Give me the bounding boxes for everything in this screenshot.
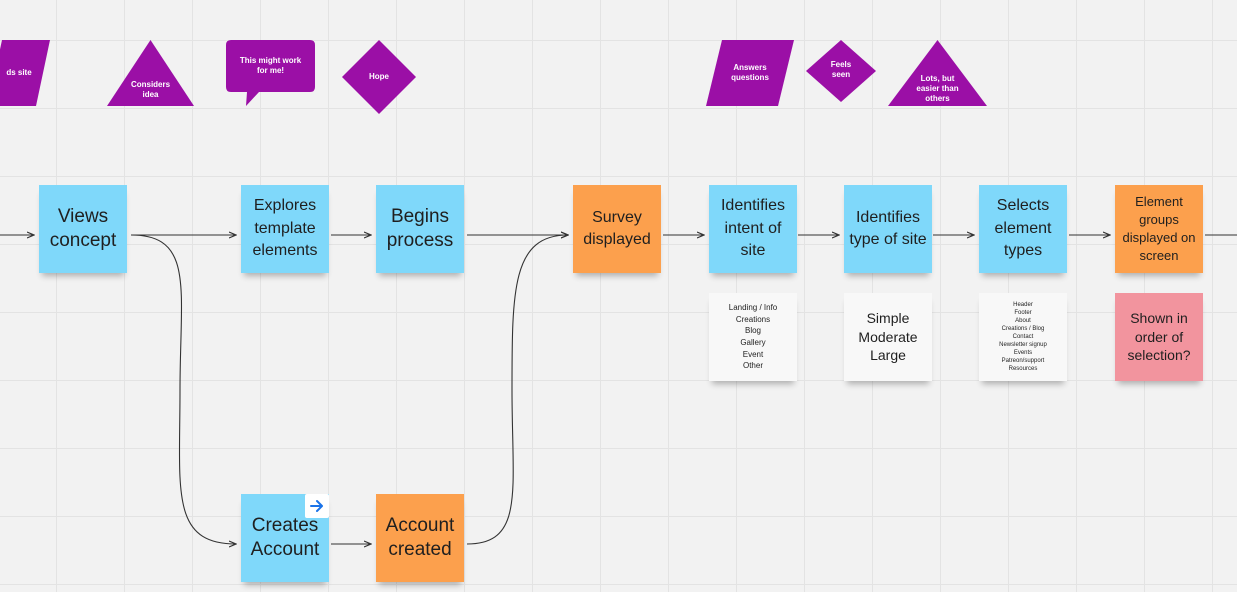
- emotion-triangle-considers-idea[interactable]: Considers idea: [107, 40, 194, 106]
- emotion-label: Answers questions: [731, 63, 769, 82]
- emotion-label: Feels seen: [830, 60, 852, 79]
- emotion-triangle-lots-but-easier[interactable]: Lots, but easier than others: [888, 40, 987, 106]
- sticky-text: Selects element types: [994, 197, 1052, 260]
- sticky-views-concept[interactable]: Views concept: [39, 185, 127, 273]
- sticky-text: Identifies intent of site: [720, 197, 786, 260]
- emotion-parallelogram-answers-questions[interactable]: Answers questions: [706, 40, 794, 106]
- sticky-text: Begins process: [386, 206, 454, 251]
- connector-account-survey: [466, 235, 568, 545]
- sticky-text: Views concept: [49, 206, 117, 251]
- sticky-text: Account created: [385, 515, 455, 560]
- sticky-identifies-type[interactable]: Identifies type of site: [844, 185, 932, 273]
- emotion-label: Lots, but easier than others: [916, 74, 959, 103]
- emotion-diamond-hope[interactable]: Hope: [342, 40, 416, 114]
- sticky-text: Shown in order of selection?: [1127, 309, 1191, 364]
- sticky-text: Element groups displayed on screen: [1122, 193, 1196, 264]
- sticky-explores-template-elements[interactable]: Explores template elements: [241, 185, 329, 273]
- sticky-account-created[interactable]: Account created: [376, 494, 464, 582]
- emotion-label: ds site: [6, 68, 32, 77]
- sticky-element-list[interactable]: Header Footer About Creations / Blog Con…: [979, 293, 1067, 381]
- sticky-text: Survey displayed: [583, 208, 651, 248]
- emotion-diamond-feels-seen[interactable]: Feels seen: [806, 40, 876, 102]
- emotion-parallelogram-finds-site[interactable]: ds site: [0, 40, 50, 106]
- sticky-size-options[interactable]: Simple Moderate Large: [844, 293, 932, 381]
- emotion-speech-bubble-might-work[interactable]: This might work for me!: [226, 40, 315, 106]
- sticky-begins-process[interactable]: Begins process: [376, 185, 464, 273]
- emotion-label: Hope: [369, 72, 389, 81]
- sticky-intent-options[interactable]: Landing / Info Creations Blog Gallery Ev…: [709, 293, 797, 381]
- arrow-right-icon[interactable]: [305, 494, 329, 518]
- sticky-selects-element-types[interactable]: Selects element types: [979, 185, 1067, 273]
- emotion-label: This might work for me!: [239, 56, 302, 75]
- sticky-text: Header Footer About Creations / Blog Con…: [999, 301, 1047, 373]
- connector-views-creates: [130, 234, 236, 544]
- sticky-order-question[interactable]: Shown in order of selection?: [1115, 293, 1203, 381]
- sticky-creates-account[interactable]: Creates Account: [241, 494, 329, 582]
- sticky-survey-displayed[interactable]: Survey displayed: [573, 185, 661, 273]
- emotion-label: Considers idea: [130, 80, 171, 99]
- sticky-identifies-intent[interactable]: Identifies intent of site: [709, 185, 797, 273]
- sticky-text: Creates Account: [250, 515, 320, 560]
- sticky-text: Simple Moderate Large: [858, 309, 918, 364]
- sticky-element-groups-displayed[interactable]: Element groups displayed on screen: [1115, 185, 1203, 273]
- sticky-text: Explores template elements: [252, 197, 318, 260]
- sticky-text: Landing / Info Creations Blog Gallery Ev…: [728, 303, 778, 371]
- sticky-text: Identifies type of site: [849, 208, 927, 248]
